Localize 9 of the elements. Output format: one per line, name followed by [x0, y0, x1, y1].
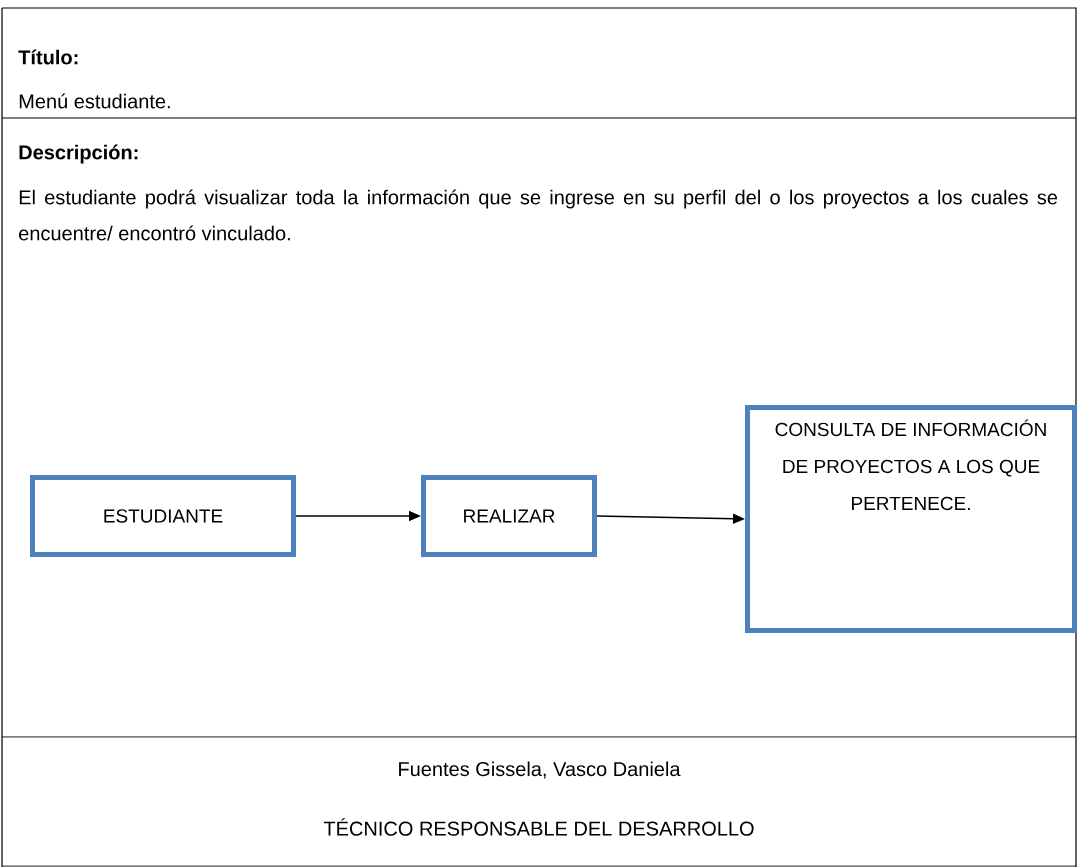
description-text: El estudiante podrá visualizar toda la información que se ingrese en su perfil del o los proyectos a los cuales se encuentre/ encontró vinculado. [19, 189, 1058, 241]
process-box: REALIZAR [421, 475, 597, 557]
field-text: Menú estudiante. [19, 93, 170, 109]
process-box: ESTUDIANTE [30, 475, 296, 557]
field-text: TÉCNICO RESPONSABLE DEL DESARROLLO [323, 818, 754, 836]
field-heading: Título: [18, 49, 78, 65]
process-box: CONSULTA DE INFORMACIÓN DE PROYECTOS A LOS QUE PERTENECE. [745, 405, 1077, 633]
field-text: Fuentes Gissela, Vasco Daniela [399, 761, 681, 779]
field-heading: Descripción: [19, 144, 138, 164]
